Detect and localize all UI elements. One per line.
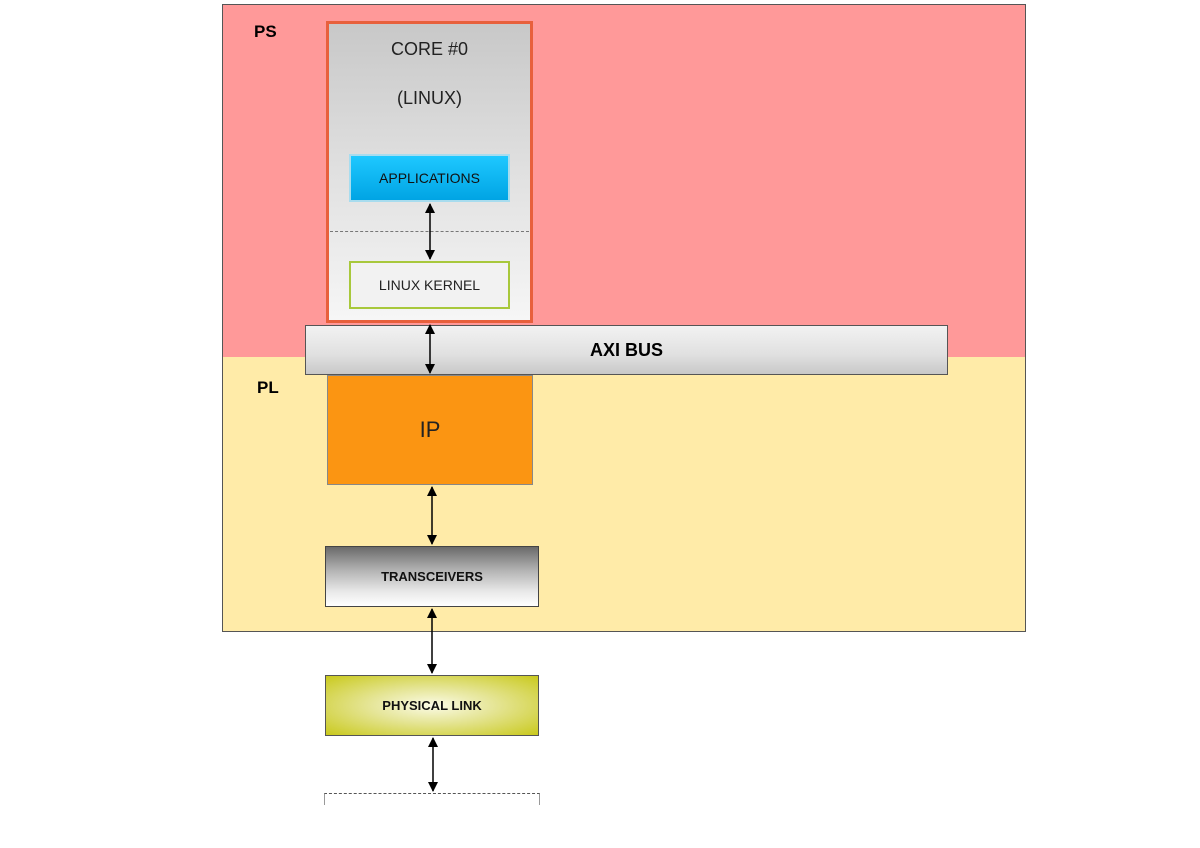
transceivers-block: TRANSCEIVERS: [325, 546, 539, 607]
lower-block-stub: [324, 793, 540, 805]
applications-block: APPLICATIONS: [349, 154, 510, 202]
linux-kernel-block: LINUX KERNEL: [349, 261, 510, 309]
core-subtitle: (LINUX): [396, 88, 462, 108]
ps-label: PS: [254, 22, 277, 41]
ip-block: IP: [327, 375, 533, 485]
axi-bus: AXI BUS: [305, 325, 948, 375]
pl-label: PL: [257, 378, 279, 397]
core-title: CORE #0: [390, 39, 469, 59]
physical-link-block: PHYSICAL LINK: [325, 675, 539, 736]
